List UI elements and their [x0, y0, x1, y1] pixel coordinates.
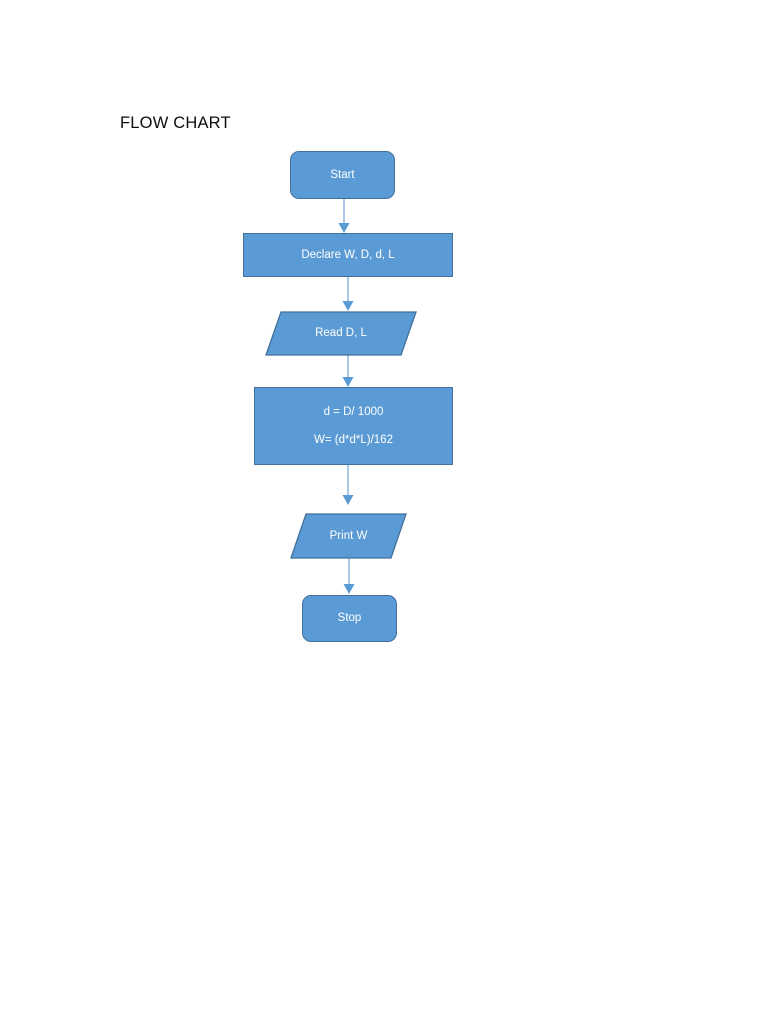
flow-node-print-label: Print W	[329, 529, 368, 542]
flow-node-start[interactable]: Start	[290, 151, 395, 199]
parallelogram-shape-read	[265, 311, 417, 356]
connector-print-to-stop	[340, 557, 358, 599]
flow-node-declare[interactable]: Declare W, D, d, L	[243, 233, 453, 277]
flow-node-compute[interactable]: d = D/ 1000 W= (d*d*L)/162	[254, 387, 453, 465]
page-title: FLOW CHART	[120, 114, 231, 132]
connector-declare-to-read	[339, 275, 357, 315]
flow-node-print[interactable]: Print W	[290, 513, 407, 559]
connector-read-to-compute	[339, 354, 357, 391]
flow-node-start-label: Start	[330, 168, 355, 181]
flow-node-stop-label: Stop	[337, 612, 362, 625]
flow-node-read-label: Read D, L	[315, 327, 367, 340]
flow-node-stop[interactable]: Stop	[302, 595, 397, 642]
connector-start-to-declare	[335, 197, 353, 237]
flow-node-compute-line-2: W= (d*d*L)/162	[314, 433, 393, 446]
flow-node-read[interactable]: Read D, L	[265, 311, 417, 356]
flow-node-declare-label: Declare W, D, d, L	[301, 248, 395, 261]
parallelogram-shape-print	[290, 513, 407, 559]
connector-compute-to-print	[339, 463, 357, 511]
flow-node-compute-line-1: d = D/ 1000	[323, 406, 384, 419]
